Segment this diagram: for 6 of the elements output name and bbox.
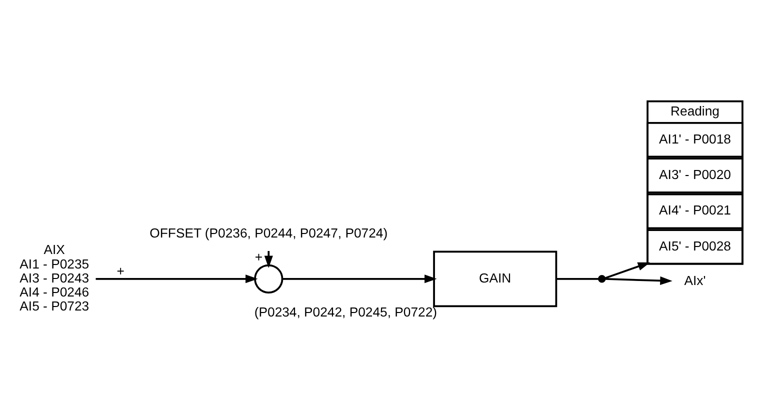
edge-label: + [116,263,124,278]
node-text: OFFSET (P0236, P0244, P0247, P0724) [150,225,388,240]
node-text: AIX AI1 - P0235 AI3 - P0243 AI4 - P0246 AI5 - P0723 [20,242,90,314]
edge-label: + [254,249,263,264]
node-label: (P0234, P0242, P0245, P0722) [254,304,438,320]
node-text: AIx' [684,273,706,288]
